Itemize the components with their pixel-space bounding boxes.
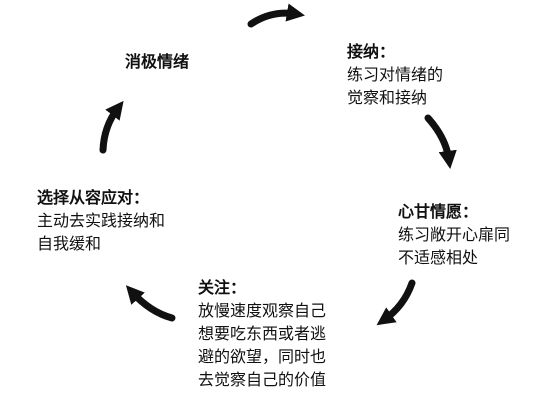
node-text-line: 练习敞开心扉同: [398, 225, 511, 244]
node-title: 心甘情愿：: [398, 202, 479, 221]
node-title: 选择从容应对：: [37, 188, 150, 207]
node-text-line: 练习对情绪的: [347, 65, 444, 84]
node-title: 消极情绪: [125, 52, 190, 71]
node-text-line: 主动去实践接纳和: [37, 211, 166, 230]
node-text-line: 不适感相处: [398, 248, 479, 267]
curved-arrow-icon: [424, 114, 457, 170]
node-text-line: 觉察和接纳: [347, 88, 428, 107]
node-negative-emotion: 消极情绪: [125, 50, 189, 73]
node-title: 接纳：: [347, 42, 396, 61]
node-text-line: 避的欲望，同时也: [198, 347, 327, 366]
node-willingness: 心甘情愿： 练习敞开心扉同 不适感相处: [398, 200, 510, 269]
node-attention: 关注： 放慢速度观察自己 想要吃东西或者逃 避的欲望，同时也 去觉察自己的价值: [198, 276, 326, 391]
curved-arrow-icon: [376, 279, 416, 326]
node-text-line: 想要吃东西或者逃: [198, 324, 327, 343]
node-title: 关注：: [198, 278, 247, 297]
node-text-line: 去觉察自己的价值: [198, 370, 327, 389]
curved-arrow-icon: [99, 100, 124, 154]
node-acceptance: 接纳： 练习对情绪的 觉察和接纳: [347, 40, 443, 109]
curved-arrow-icon: [247, 3, 305, 28]
node-text-line: 放慢速度观察自己: [198, 301, 327, 320]
node-text-line: 自我缓和: [37, 234, 102, 253]
curved-arrow-icon: [125, 285, 176, 322]
node-choose-response: 选择从容应对： 主动去实践接纳和 自我缓和: [37, 186, 165, 255]
